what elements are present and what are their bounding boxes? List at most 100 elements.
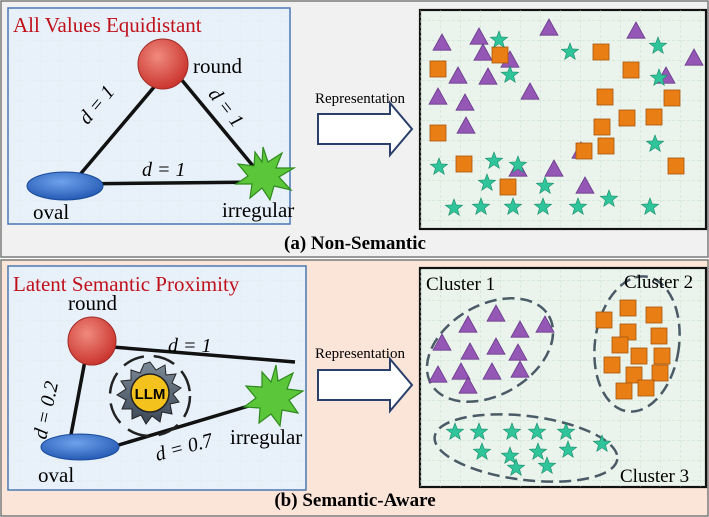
star-marker (527, 422, 547, 440)
star-marker (471, 197, 491, 215)
triangle-marker (510, 320, 530, 338)
panel-b-title: Latent Semantic Proximity (13, 272, 240, 296)
star-marker (472, 442, 492, 460)
square-marker (429, 60, 447, 78)
square-marker (593, 118, 611, 136)
plot-a-points (428, 18, 704, 216)
star-marker (469, 422, 489, 440)
triangle-marker (456, 116, 476, 134)
square-marker (603, 356, 621, 374)
triangle-marker (448, 66, 468, 84)
star-marker (506, 458, 526, 476)
panel-a: All Values Equidistant d = 1 d = 1 d = 1… (0, 0, 709, 258)
triangle-marker (486, 304, 506, 322)
cluster-2-label: Cluster 2 (624, 272, 693, 293)
triangle-marker (510, 360, 530, 378)
square-marker (429, 124, 447, 142)
triangle-marker (535, 315, 555, 333)
star-marker (556, 422, 576, 440)
square-marker (667, 157, 685, 175)
oval-node-b (40, 433, 120, 461)
star-marker (599, 189, 619, 207)
star-marker (535, 176, 555, 194)
edge-label-b-top: d = 1 (168, 335, 212, 357)
square-marker (491, 46, 509, 64)
arrow-label-a: Representation (315, 91, 405, 107)
triangle-marker (460, 342, 480, 360)
square-marker (596, 88, 614, 106)
panel-a-caption: (a) Non-Semantic (284, 233, 426, 254)
star-marker (537, 456, 557, 474)
round-label-b: round (68, 291, 117, 315)
triangle-marker (432, 33, 452, 51)
star-marker (429, 157, 449, 175)
square-marker (597, 137, 615, 155)
star-marker (528, 442, 548, 460)
square-marker (651, 364, 669, 382)
star-marker (508, 155, 528, 173)
star-marker (645, 134, 665, 152)
star-marker (500, 65, 520, 83)
cluster-3-outline (433, 413, 619, 483)
triangle-marker (508, 343, 528, 361)
triangle-marker (544, 159, 564, 177)
irregular-label-a: irregular (222, 198, 294, 222)
square-marker (645, 108, 663, 126)
square-marker (630, 347, 648, 365)
llm-label: LLM (135, 386, 166, 403)
edge-label-a-bottom: d = 1 (142, 159, 186, 181)
arrow-label-b: Representation (315, 346, 405, 362)
round-node-a (137, 38, 189, 90)
star-marker (444, 198, 464, 216)
star-marker (648, 36, 668, 54)
star-marker (560, 42, 580, 60)
star-marker (640, 197, 660, 215)
square-marker (575, 142, 593, 160)
square-marker (625, 366, 643, 384)
triangle-marker (428, 87, 448, 105)
irregular-label-b: irregular (230, 425, 302, 449)
representation-arrow-a (317, 100, 414, 158)
irregular-node-a (234, 146, 297, 202)
triangle-marker (486, 337, 506, 355)
star-marker (502, 422, 522, 440)
triangle-marker (478, 67, 498, 85)
square-marker (622, 61, 640, 79)
star-marker (533, 197, 553, 215)
star-marker (558, 440, 578, 458)
cluster-3-label: Cluster 3 (620, 466, 689, 487)
square-marker (645, 306, 663, 324)
cluster-1-outline (425, 297, 555, 403)
panel-a-title: All Values Equidistant (13, 13, 202, 37)
triangle-marker (428, 365, 448, 383)
round-label-a: round (193, 54, 242, 78)
triangle-marker (520, 82, 540, 100)
plot-b-points (428, 299, 671, 476)
star-marker (500, 446, 520, 464)
triangle-marker (451, 362, 471, 380)
square-marker (595, 311, 613, 329)
square-marker (455, 155, 473, 173)
triangle-marker (482, 362, 502, 380)
cluster-2-outline (593, 275, 681, 413)
triangle-marker (455, 93, 475, 111)
star-marker (484, 151, 504, 169)
square-marker (618, 109, 636, 127)
oval-node-a (26, 171, 104, 201)
square-marker (637, 379, 655, 397)
oval-label-a: oval (33, 200, 69, 224)
square-marker (663, 89, 681, 107)
triangle-marker (684, 48, 704, 66)
square-marker (653, 347, 671, 365)
triangle-marker (539, 18, 559, 36)
panel-b: Latent Semantic Proximity d = 1 d = 0.2 … (0, 259, 709, 517)
star-marker (477, 173, 497, 191)
star-marker (445, 422, 465, 440)
star-marker (649, 68, 669, 86)
square-marker (499, 178, 517, 196)
triangle-marker (469, 27, 489, 45)
llm-gear-icon: LLM (108, 354, 192, 438)
star-marker (592, 434, 612, 452)
square-marker (650, 327, 668, 345)
square-marker (615, 382, 633, 400)
